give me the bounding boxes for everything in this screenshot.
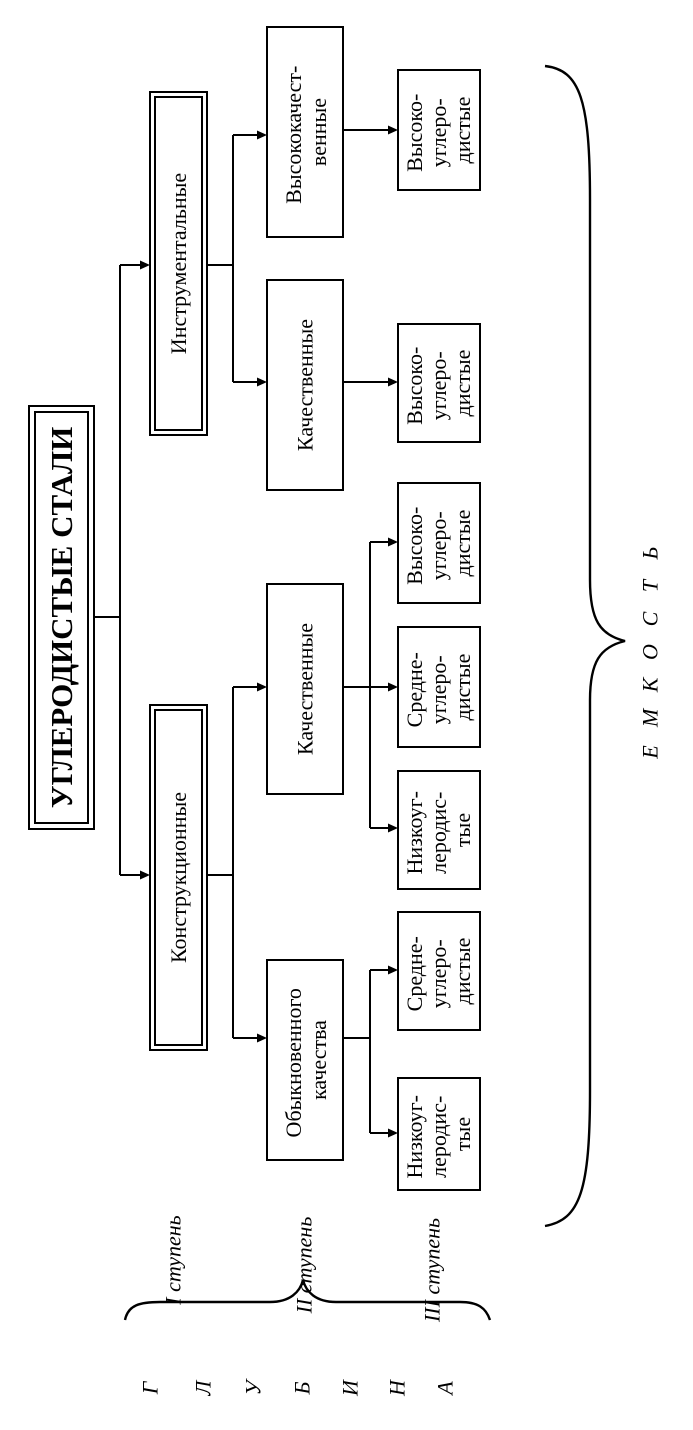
node-ordinary-low-carbon: Низкоуг- леродис- тые bbox=[397, 1077, 481, 1191]
capacity-letter: Т bbox=[638, 578, 663, 592]
depth-letter: Н bbox=[385, 1379, 410, 1397]
node-quality-high-carbon: Высоко- углеро- дистые bbox=[397, 482, 481, 604]
tool-quality-high-carbon-label: Высоко- углеро- дистые bbox=[402, 341, 475, 425]
node-tool-quality-high-carbon: Высоко- углеро- дистые bbox=[397, 323, 481, 443]
high-quality-label: Высококачест- венные bbox=[281, 60, 331, 204]
capacity-letter: О bbox=[638, 644, 663, 660]
tool-label: Инструментальные bbox=[166, 173, 191, 354]
node-high-quality: Высококачест- венные bbox=[266, 26, 344, 238]
node-quality-tool: Качественные bbox=[266, 279, 344, 491]
depth-letter: Л bbox=[191, 1379, 216, 1396]
tool-high-quality-high-carbon-label: Высоко- углеро- дистые bbox=[402, 88, 475, 172]
stage-1-label: I ступень bbox=[161, 1215, 186, 1305]
node-structural: Конструкционные bbox=[149, 704, 208, 1051]
depth-letter: Г bbox=[138, 1380, 163, 1395]
capacity-letters: Е М К О С Т Ь bbox=[638, 547, 663, 760]
node-tool-high-quality-high-carbon: Высоко- углеро- дистые bbox=[397, 69, 481, 191]
quality-low-carbon-label: Низкоуг- леродис- тые bbox=[402, 786, 475, 875]
capacity-letter: С bbox=[638, 611, 663, 626]
quality-high-carbon-label: Высоко- углеро- дистые bbox=[402, 501, 475, 585]
connectors-level1 bbox=[94, 260, 150, 880]
node-ordinary-medium-carbon: Средне- углеро- дистые bbox=[397, 911, 481, 1031]
connectors-level3 bbox=[343, 125, 398, 1138]
quality-tool-label: Качественные bbox=[293, 319, 318, 451]
depth-brace bbox=[123, 1279, 492, 1321]
stage-labels: I ступень II ступень III ступень bbox=[161, 1215, 445, 1323]
quality-structural-label: Качественные bbox=[293, 623, 318, 755]
depth-letter: А bbox=[433, 1381, 458, 1397]
depth-letter: У bbox=[241, 1377, 266, 1395]
ordinary-medium-carbon-label: Средне- углеро- дистые bbox=[402, 931, 475, 1012]
node-quality-medium-carbon: Средне- углеро- дистые bbox=[397, 626, 481, 748]
node-ordinary-quality: Обыкновенного качества bbox=[266, 959, 344, 1161]
capacity-letter: М bbox=[638, 707, 663, 728]
capacity-letter: Ь bbox=[638, 547, 663, 561]
node-quality-low-carbon: Низкоуг- леродис- тые bbox=[397, 770, 481, 890]
structural-label: Конструкционные bbox=[166, 792, 191, 963]
depth-letter: И bbox=[338, 1379, 363, 1397]
capacity-letter: Е bbox=[638, 745, 663, 760]
ordinary-quality-label: Обыкновенного качества bbox=[281, 983, 331, 1138]
node-quality-structural: Качественные bbox=[266, 583, 344, 795]
quality-medium-carbon-label: Средне- углеро- дистые bbox=[402, 647, 475, 728]
depth-letter: Б bbox=[290, 1381, 315, 1395]
depth-letters: Г Л У Б И Н А bbox=[138, 1377, 458, 1397]
stage-2-label: II ступень bbox=[292, 1217, 317, 1315]
root-label: УГЛЕРОДИСТЫЕ СТАЛИ bbox=[44, 427, 79, 808]
root-node: УГЛЕРОДИСТЫЕ СТАЛИ bbox=[28, 405, 95, 830]
ordinary-low-carbon-label: Низкоуг- леродис- тые bbox=[402, 1090, 475, 1179]
capacity-brace bbox=[544, 64, 626, 1228]
stage-3-label: III ступень bbox=[420, 1218, 445, 1323]
connectors-level2 bbox=[207, 130, 267, 1043]
node-tool: Инструментальные bbox=[149, 91, 208, 436]
capacity-letter: К bbox=[638, 676, 663, 693]
